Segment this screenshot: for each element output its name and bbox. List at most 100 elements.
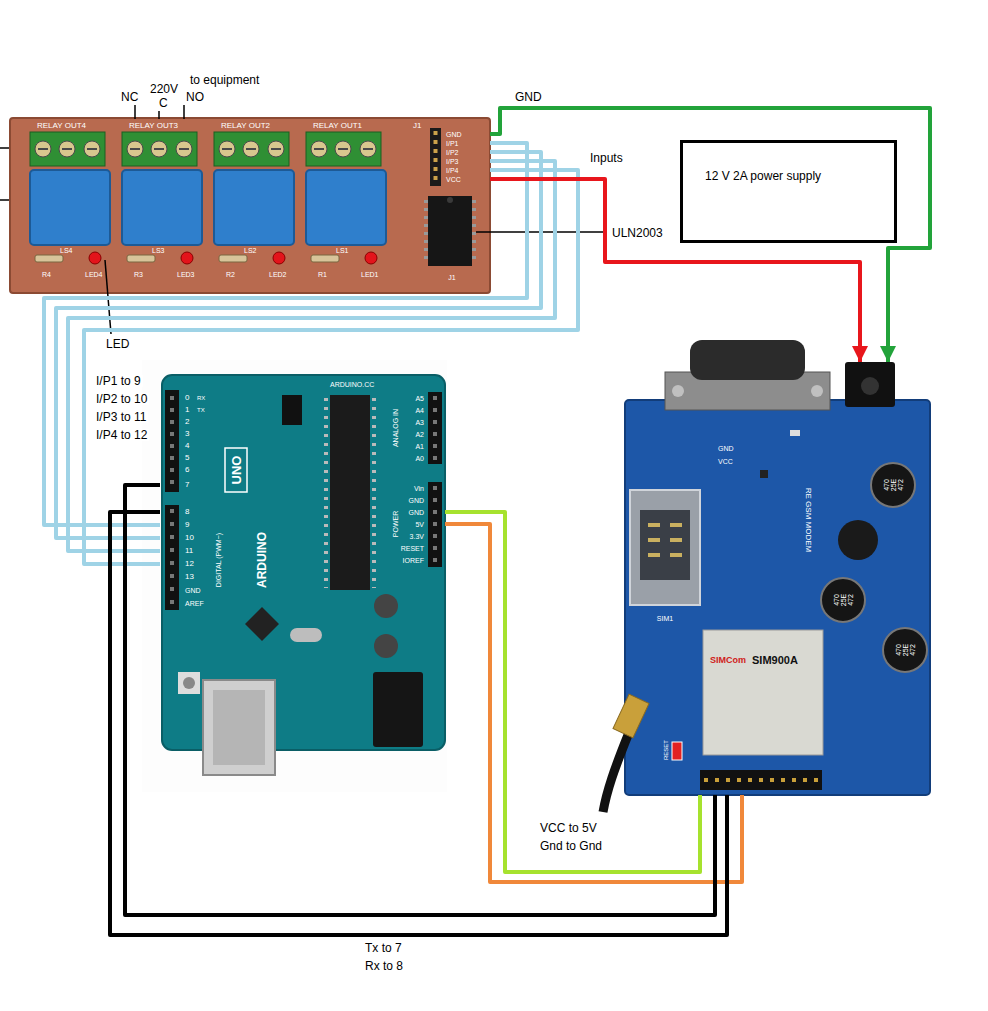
pin-label: 11	[185, 547, 193, 555]
wire	[490, 108, 930, 362]
relay-channel	[30, 132, 110, 264]
board-label: 25E	[890, 479, 897, 491]
annotation: I/P3 to 11	[94, 411, 148, 423]
pin-label: UNO	[230, 456, 243, 485]
pin-label: RESET	[401, 545, 424, 552]
pin-label: 0	[185, 394, 189, 402]
leader-lines-part	[134, 105, 136, 119]
annotation: I/P1 to 9	[94, 375, 143, 387]
board-label: R1	[318, 271, 327, 278]
pin-label: IOREF	[403, 557, 424, 564]
chip-pins	[472, 200, 476, 264]
relay-channel-part	[38, 148, 97, 150]
board-label: RELAY OUT1	[313, 122, 362, 130]
relay-channel	[306, 132, 386, 264]
arduino-art-part	[245, 607, 279, 641]
pin-label: 13	[185, 573, 194, 581]
gsm-module-art-part	[648, 525, 682, 555]
relay-board-art	[0, 118, 490, 293]
relay-channel	[214, 132, 294, 264]
wire	[44, 143, 527, 525]
gsm-module-art-part	[603, 735, 628, 812]
pin-label: A1	[415, 443, 424, 450]
pin-label: 7	[185, 481, 189, 489]
board-label: 470	[883, 479, 890, 491]
relay-channel-part	[214, 170, 294, 245]
arduino-art-part	[170, 396, 174, 490]
pin-label: TX	[197, 407, 205, 413]
pin-label: Vin	[414, 485, 424, 492]
relay-channel-part	[273, 252, 285, 264]
pin-label: DIGITAL (PWM~)	[215, 533, 222, 587]
relay-channel-part	[30, 132, 105, 166]
wire	[125, 485, 715, 915]
arduino-art-part	[373, 672, 423, 747]
board-label: VCC	[446, 176, 461, 183]
arduino-art-part	[203, 680, 275, 775]
board-label: J1	[413, 122, 421, 130]
pin-label: AREF	[185, 600, 204, 607]
gsm-module-art-part	[704, 778, 820, 782]
pin-label: A5	[415, 395, 424, 402]
board-label: RELAY OUT2	[221, 122, 270, 130]
annotation: I/P2 to 10	[94, 393, 149, 405]
arduino-art-part	[290, 628, 322, 642]
board-label: VCC	[718, 458, 733, 465]
wire	[84, 170, 578, 564]
arduino-art-part	[374, 594, 398, 618]
pin-label: 6	[185, 466, 189, 474]
board-label: LS3	[152, 247, 164, 254]
relay-channel-part	[306, 132, 381, 166]
pin-label: ANALOG IN	[392, 409, 399, 447]
annotation: to equipment	[188, 74, 261, 86]
relay-channel-part	[314, 148, 373, 150]
pin-label: 2	[185, 418, 189, 426]
relay-channel-part	[89, 252, 101, 264]
board-label: 472	[897, 479, 904, 491]
board-label: SIM1	[657, 615, 673, 622]
pin-label: 5	[185, 454, 189, 462]
pin-label: A3	[415, 419, 424, 426]
arduino-art-part	[170, 509, 174, 608]
board-label: 25E	[902, 644, 909, 656]
arduino-art-part	[324, 398, 328, 588]
arduino-art-part	[428, 482, 442, 567]
annotation: Rx to 8	[363, 960, 405, 972]
relay-channel	[122, 132, 202, 264]
pin-label: A0	[415, 455, 424, 462]
pin-label: 3	[185, 430, 189, 438]
board-label: LS2	[244, 247, 256, 254]
gsm-module-art-part	[871, 463, 915, 507]
arduino-art-part	[142, 360, 447, 792]
annotation: 220V	[148, 83, 180, 95]
board-label: RESET	[663, 740, 669, 760]
board-label: 25E	[840, 594, 847, 606]
gsm-module-art-part	[760, 470, 768, 478]
pin-header	[430, 128, 441, 186]
power-supply-box: 12 V 2A power supply	[680, 140, 897, 243]
board-label: R2	[226, 271, 235, 278]
board-label: 470	[895, 644, 902, 656]
relay-channel-part	[35, 255, 63, 262]
pin-label: A4	[415, 407, 424, 414]
board-label: 472	[909, 644, 916, 656]
board-label: RELAY OUT4	[37, 122, 86, 130]
gsm-module-art-part	[625, 400, 930, 795]
relay-channel-part	[365, 252, 377, 264]
board-label: RELAY OUT3	[129, 122, 178, 130]
relay-channel-part	[311, 255, 339, 262]
gsm-module-art-part	[861, 377, 879, 395]
chip-pins	[424, 200, 428, 264]
board-label: SIM900A	[752, 655, 798, 666]
relay-board-art-part	[0, 147, 10, 149]
gsm-module-art-part	[700, 770, 822, 790]
gsm-module-art-part	[630, 490, 700, 605]
gsm-module-art-part	[821, 578, 865, 622]
box-label: 12 V 2A power supply	[705, 170, 821, 182]
relay-channel-part	[222, 148, 281, 150]
arduino-art-part	[372, 398, 376, 588]
annotation: LED	[104, 338, 131, 350]
pin-label: GND	[408, 509, 424, 516]
gsm-module-art-part	[790, 430, 800, 436]
